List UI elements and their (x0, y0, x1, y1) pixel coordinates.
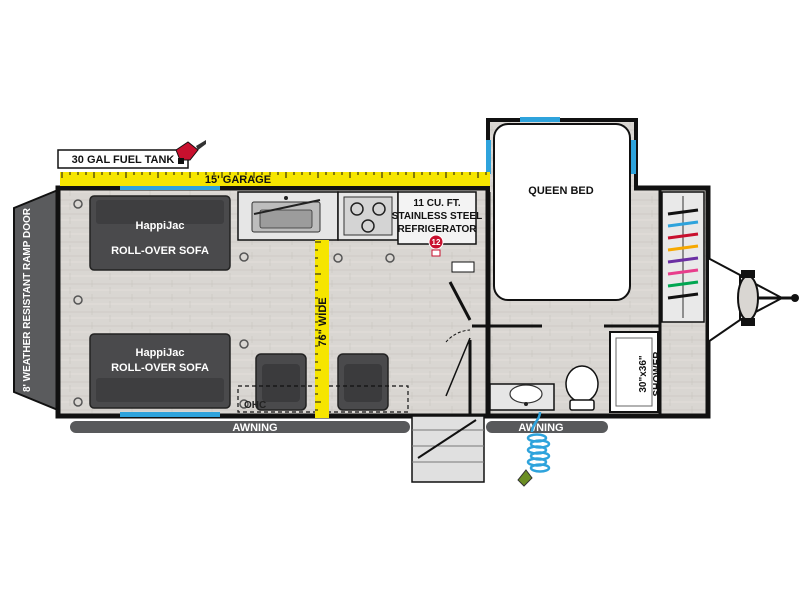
shower: 30"x36" SHOWER (609, 331, 663, 413)
fridge-badge-text: 12 (432, 238, 441, 247)
awning-left: AWNING (70, 421, 410, 434)
water-hose-icon (517, 411, 551, 487)
ohc-label: OHC (244, 400, 266, 411)
window-top-left (120, 185, 220, 190)
awning-right-label: AWNING (518, 422, 563, 434)
width-tape: 76" WIDE (315, 240, 329, 418)
refrigerator: 11 CU. FT. STAINLESS STEEL REFRIGERATOR … (392, 191, 482, 257)
shower-label-1: 30"x36" (638, 355, 649, 393)
tie-downs (73, 199, 395, 409)
sofa-bottom: HappiJac ROLL-OVER SOFA (89, 333, 231, 409)
awning-right: AWNING (486, 421, 608, 434)
fuel-nozzle-icon (175, 140, 206, 164)
garage-label: 15' GARAGE (205, 174, 271, 186)
ramp-door-label: 8' WEATHER RESISTANT RAMP DOOR (22, 207, 33, 392)
width-label: 76" WIDE (317, 297, 329, 346)
fridge-badge (428, 234, 444, 250)
sofa-top: HappiJac ROLL-OVER SOFA (89, 195, 231, 271)
bath-sink (489, 383, 555, 411)
fridge-label-1: 11 CU. FT. (413, 198, 460, 209)
queen-bed-label: QUEEN BED (528, 185, 593, 197)
sofa-bottom-label-2: ROLL-OVER SOFA (111, 362, 209, 374)
fridge-label-3: REFRIGERATOR (397, 224, 477, 235)
window-bed-top (520, 117, 560, 122)
shower-label-2: SHOWER (652, 351, 663, 397)
sofa-top-label-1: HappiJac (136, 220, 185, 232)
awning-left-label: AWNING (232, 422, 277, 434)
ramp-door: 8' WEATHER RESISTANT RAMP DOOR (13, 188, 59, 412)
entry-steps (411, 415, 485, 483)
kitchen-counter (237, 191, 399, 241)
sofa-bottom-label-1: HappiJac (136, 347, 185, 359)
hitch-icon (737, 270, 799, 326)
fuel-tank-callout: 30 GAL FUEL TANK (57, 140, 206, 169)
windows (120, 117, 636, 417)
window-bed-right (631, 140, 636, 174)
interior-walls (445, 188, 662, 416)
chair-left (255, 353, 307, 411)
garage-tape: 15' GARAGE (60, 172, 490, 186)
window-bottom-left (120, 412, 220, 417)
window-bed-left (486, 140, 491, 174)
stove-burner-icon (343, 196, 393, 236)
hangers (667, 208, 699, 300)
sofa-top-label-2: ROLL-OVER SOFA (111, 245, 209, 257)
chair-right (337, 353, 389, 411)
toilet-icon (565, 365, 599, 411)
fuel-tank-label: 30 GAL FUEL TANK (72, 154, 175, 166)
closet (661, 191, 705, 323)
queen-bed: QUEEN BED (493, 123, 631, 301)
fridge-label-2: STAINLESS STEEL (392, 211, 482, 222)
front-nose (707, 256, 741, 344)
sink-icon (251, 196, 321, 233)
